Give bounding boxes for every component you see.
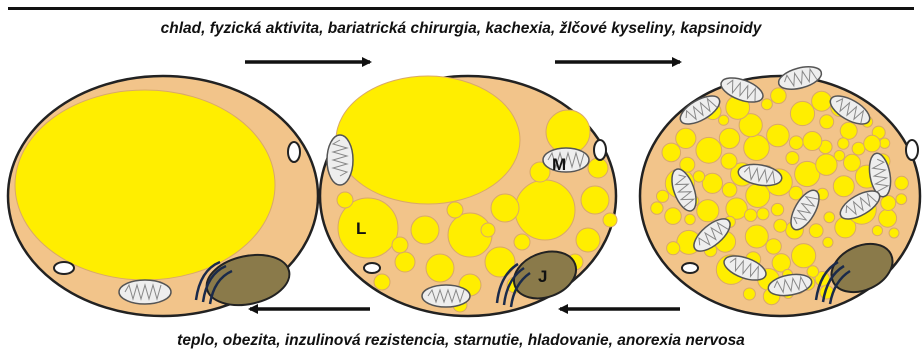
- lipid-label: L: [356, 219, 366, 238]
- lipid-droplet: [771, 203, 783, 215]
- organelle-small: [682, 263, 698, 273]
- lipid-droplet: [745, 209, 757, 221]
- lipid-droplet: [693, 171, 704, 182]
- lipid-droplet: [685, 214, 696, 225]
- lipid-droplet: [881, 196, 896, 211]
- mitochondrion: [119, 280, 171, 304]
- lipid-droplet: [719, 115, 729, 125]
- organelle-small: [364, 263, 380, 273]
- lipid-droplet: [809, 224, 823, 238]
- lipid-droplet: [789, 136, 803, 150]
- lipid-droplet: [774, 219, 787, 232]
- lipid-droplet: [744, 135, 770, 161]
- lipid-droplet: [745, 225, 768, 248]
- lipid-droplet: [702, 173, 722, 193]
- lipid-droplet: [771, 88, 787, 104]
- lipid-droplet: [879, 209, 897, 227]
- lipid-droplet: [864, 135, 881, 152]
- lipid-droplet: [697, 200, 719, 222]
- lipid-droplet: [803, 132, 822, 151]
- lipid-droplet: [896, 194, 907, 205]
- lipid-droplet: [743, 288, 755, 300]
- lipid-droplet: [719, 128, 739, 148]
- lipid-droplet: [840, 122, 857, 139]
- lipid-droplet: [838, 138, 849, 149]
- lipid-droplet: [15, 90, 275, 280]
- lipid-droplet: [792, 244, 816, 268]
- lipid-droplet: [667, 242, 680, 255]
- mitochondrion-label: M: [552, 155, 566, 174]
- white-adipocyte-cell: [8, 76, 318, 316]
- mitochondrion: [422, 285, 470, 307]
- lipid-droplet: [816, 154, 837, 175]
- lipid-droplet-large: [336, 76, 520, 204]
- lipid-droplet: [812, 91, 832, 111]
- lipid-droplet: [665, 208, 682, 225]
- lipid-droplet: [852, 142, 865, 155]
- lipid-droplet: [889, 228, 899, 238]
- lipid-droplet: [722, 183, 737, 198]
- nucleus-label: J: [538, 267, 547, 286]
- organelle-small: [594, 140, 606, 160]
- lipid-droplet: [761, 99, 772, 110]
- lipid-droplet: [833, 176, 854, 197]
- organelle-small: [906, 140, 918, 160]
- lipid-droplet: [662, 143, 681, 162]
- lipid-droplet: [676, 128, 696, 148]
- lipid-droplet: [823, 237, 833, 247]
- brown-adipocyte-cell: [640, 63, 920, 316]
- lipid-droplet: [766, 239, 781, 254]
- lipid-droplet: [767, 124, 790, 147]
- lipid-droplet: [895, 176, 909, 190]
- beige-adipocyte-cell: L M J: [320, 76, 617, 316]
- lipid-droplet: [824, 212, 835, 223]
- lipid-droplet: [872, 226, 882, 236]
- organelle-small: [288, 142, 300, 162]
- lipid-droplet: [757, 208, 769, 220]
- lipid-droplet: [651, 202, 663, 214]
- organelle-small: [54, 262, 74, 274]
- lipid-droplet: [790, 101, 814, 125]
- lipid-droplet: [657, 190, 669, 202]
- mitochondrion: [327, 135, 353, 185]
- lipid-droplet: [721, 153, 737, 169]
- lipid-droplet: [786, 152, 799, 165]
- lipid-droplet: [879, 138, 889, 148]
- lipid-droplet: [820, 115, 834, 129]
- lipid-droplet: [746, 184, 770, 208]
- lipid-droplet: [696, 137, 722, 163]
